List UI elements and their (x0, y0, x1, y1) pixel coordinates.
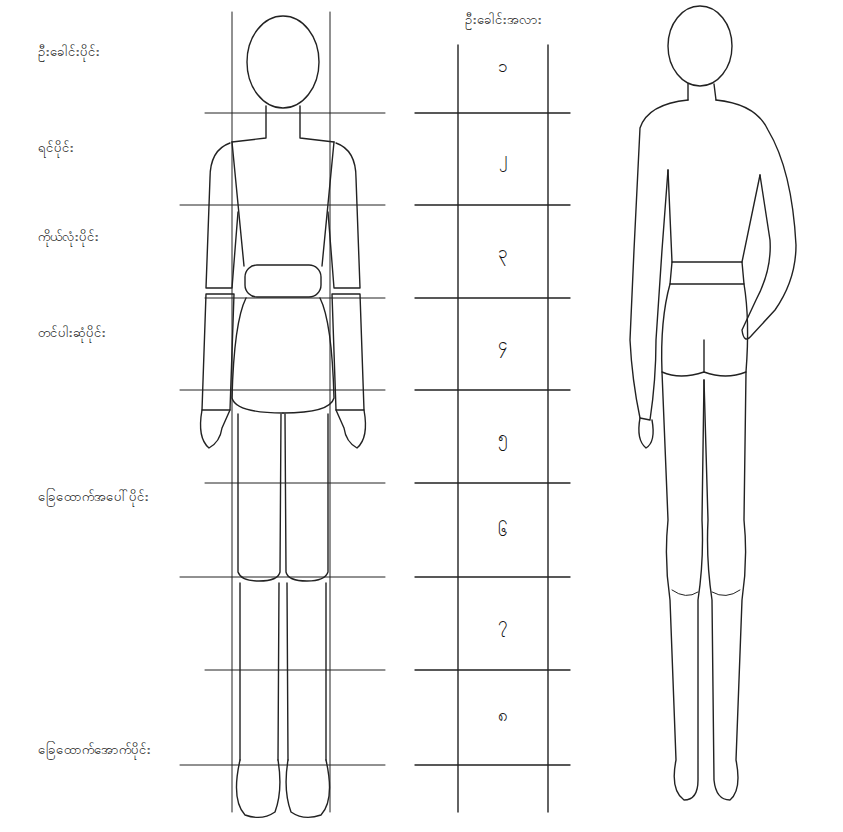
part-label: ကိုယ်လုံးပိုင်း (38, 229, 99, 246)
callout-number: ၁ (495, 55, 511, 77)
callout-number: ၈ (495, 704, 511, 726)
front-figure (201, 16, 366, 817)
callout-number: ၃ (495, 241, 511, 263)
callout-number: ၂ (496, 147, 511, 169)
back-figure (630, 6, 796, 800)
guide-lines (180, 12, 385, 812)
callout-number: ၆ (495, 519, 511, 541)
part-label: ခြေထောက်အောက်ပိုင်း (38, 742, 151, 759)
part-label: ဦးခေါင်းပိုင်း (38, 44, 100, 61)
callout-number: ၇ (495, 612, 511, 634)
part-label: ခြေထောက်အပေါ်ပိုင်း (38, 489, 149, 506)
part-label: တင်ပါးဆုံပိုင်း (38, 325, 106, 342)
part-label: ရင်ပိုင်း (38, 140, 74, 157)
head-measure-column (415, 45, 570, 812)
callout-number: ၅ (495, 426, 511, 448)
column-heading: ဦးခေါင်းအလား (465, 12, 542, 29)
callout-number: ၄ (495, 333, 511, 355)
